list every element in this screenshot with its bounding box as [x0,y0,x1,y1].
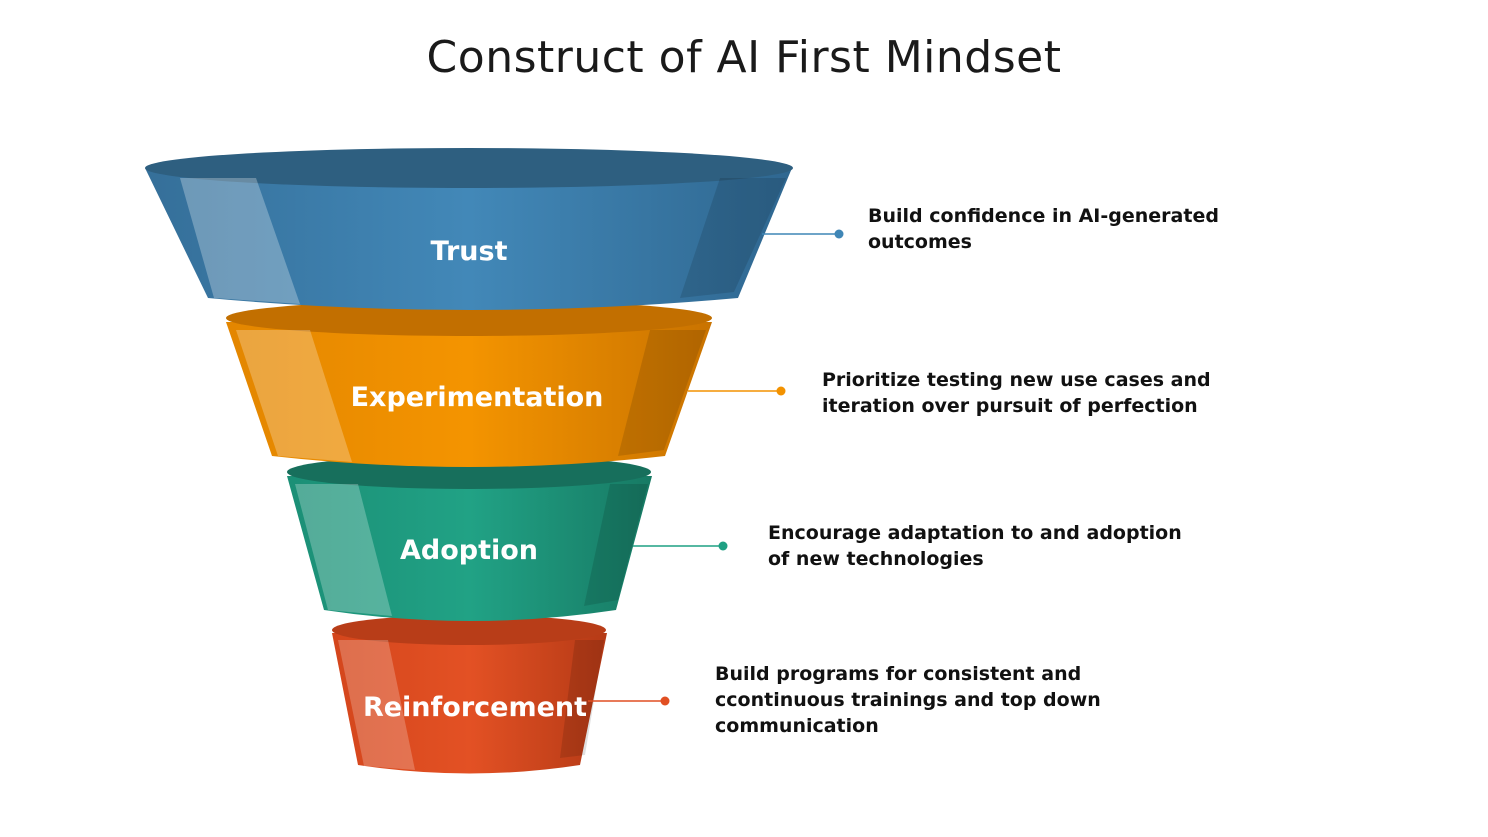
connector-dot-experimentation [776,386,786,396]
stage-description-experimentation: Prioritize testing new use cases and ite… [822,367,1211,419]
stage-label-experimentation: Experimentation [351,382,604,413]
stage-description-trust: Build confidence in AI-generated outcome… [868,203,1219,255]
description-line: Prioritize testing new use cases and [822,369,1211,391]
funnel-stage-experimentation: Experimentation [226,300,786,467]
description-line: outcomes [868,231,972,253]
description-line: of new technologies [768,548,984,570]
stage-label-reinforcement: Reinforcement [363,692,587,723]
stage-description-adoption: Encourage adaptation to and adoption of … [768,520,1182,572]
stage-label-trust: Trust [431,236,508,267]
connector-dot-reinforcement [660,696,670,706]
description-line: Build programs for consistent and [715,663,1082,685]
funnel-stage-trust: Trust [145,148,844,310]
funnel-stage-reinforcement: Reinforcement [332,615,670,774]
connector-dot-trust [834,229,844,239]
description-line: ccontinuous trainings and top down [715,689,1101,711]
stage-description-reinforcement: Build programs for consistent and cconti… [715,661,1101,739]
stage-label-adoption: Adoption [400,535,538,566]
page-title: Construct of AI First Mindset [426,32,1062,83]
connector-dot-adoption [718,541,728,551]
description-line: communication [715,715,879,737]
description-line: iteration over pursuit of perfection [822,395,1198,417]
description-line: Build confidence in AI-generated [868,205,1219,227]
description-line: Encourage adaptation to and adoption [768,522,1182,544]
funnel-stage-adoption: Adoption [287,455,728,621]
